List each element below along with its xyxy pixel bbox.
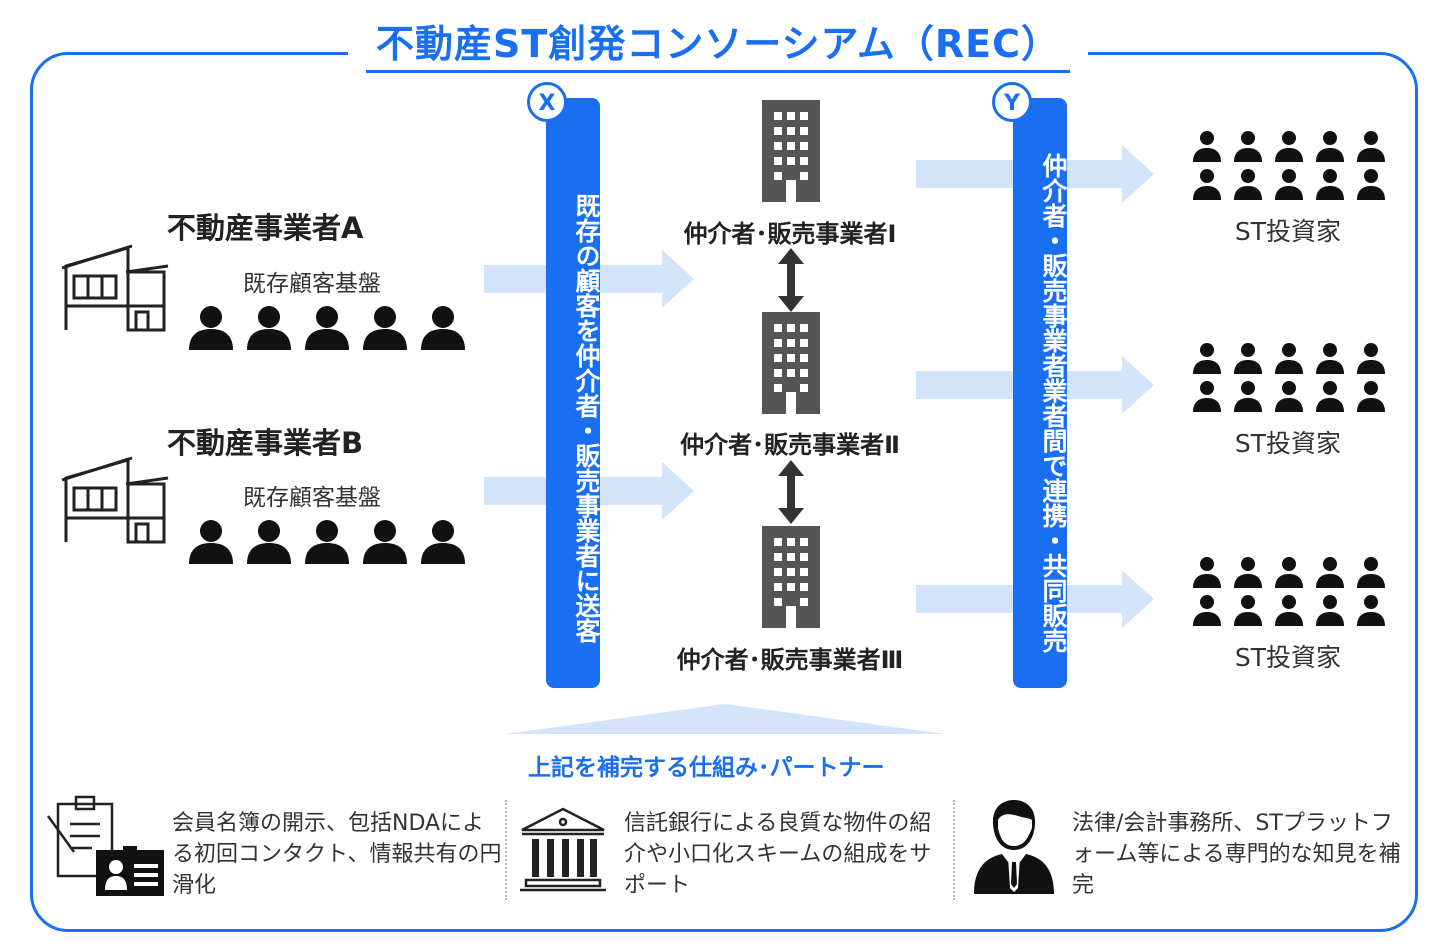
investor-group-icon bbox=[1193, 131, 1385, 200]
broker-2-label: 仲介者･販売事業者Ⅱ bbox=[680, 431, 900, 459]
businessman-icon bbox=[974, 800, 1054, 894]
person-icon bbox=[247, 520, 291, 564]
investor-label-2: ST投資家 bbox=[1234, 429, 1342, 458]
partner-item-3-text: 法律/会計事務所、STプラットフォーム等による専門的な知見を補完 bbox=[1072, 811, 1401, 898]
bar-y: 仲介者・販売事業者業者間で連携・共同販売 bbox=[1013, 98, 1068, 688]
person-icon bbox=[421, 520, 465, 564]
person-icon bbox=[247, 306, 291, 350]
person-icon bbox=[363, 306, 407, 350]
title-container: 不動産ST創発コンソーシアム（REC） bbox=[348, 20, 1088, 80]
broker-1-label: 仲介者･販売事業者Ⅰ bbox=[683, 220, 897, 248]
company-b-name: 不動産事業者B bbox=[167, 426, 364, 460]
divider bbox=[505, 800, 507, 900]
diagram-title: 不動産ST創発コンソーシアム（REC） bbox=[366, 20, 1070, 73]
person-icon bbox=[421, 306, 465, 350]
company-b-customer-label: 既存顧客基盤 bbox=[243, 485, 381, 511]
investor-label-3: ST投資家 bbox=[1234, 643, 1342, 672]
person-icon bbox=[305, 306, 349, 350]
clipboard-id-card-icon bbox=[46, 795, 164, 896]
bidirectional-arrow bbox=[778, 248, 804, 312]
bar-y-text: 仲介者・販売事業者業者間で連携・共同販売 bbox=[1039, 153, 1068, 653]
partners-heading: 上記を補完する仕組み･パートナー bbox=[528, 755, 885, 781]
badge-y: Y bbox=[992, 82, 1032, 122]
bar-x: 既存の顧客を仲介者・販売事業者に送客 bbox=[546, 98, 601, 688]
investor-label-1: ST投資家 bbox=[1234, 217, 1342, 246]
factory-icon bbox=[61, 244, 169, 332]
person-icon bbox=[363, 520, 407, 564]
office-building-icon bbox=[762, 526, 820, 628]
investor-group-icon bbox=[1193, 343, 1385, 412]
divider bbox=[953, 800, 955, 900]
bank-building-icon bbox=[520, 807, 606, 892]
company-a-customer-label: 既存顧客基盤 bbox=[243, 271, 381, 297]
office-building-icon bbox=[762, 100, 820, 202]
bidirectional-arrow bbox=[778, 460, 804, 524]
support-triangle bbox=[505, 704, 945, 734]
factory-icon bbox=[61, 456, 169, 544]
company-b-customers bbox=[188, 518, 466, 564]
bar-x-text: 既存の顧客を仲介者・販売事業者に送客 bbox=[572, 193, 601, 643]
investor-group-icon bbox=[1193, 557, 1385, 626]
partner-item-1-text: 会員名簿の開示、包括NDAによる初回コンタクト、情報共有の円滑化 bbox=[172, 811, 502, 898]
office-building-icon bbox=[762, 312, 820, 414]
company-a-customers bbox=[188, 304, 466, 350]
person-icon bbox=[305, 520, 349, 564]
badge-x: X bbox=[527, 82, 567, 122]
person-icon bbox=[189, 306, 233, 350]
partner-item-2-text: 信託銀行による良質な物件の紹介や小口化スキームの組成をサポート bbox=[624, 811, 932, 898]
broker-3-label: 仲介者･販売事業者Ⅲ bbox=[676, 646, 904, 674]
person-icon bbox=[189, 520, 233, 564]
company-a-name: 不動産事業者A bbox=[167, 211, 364, 245]
